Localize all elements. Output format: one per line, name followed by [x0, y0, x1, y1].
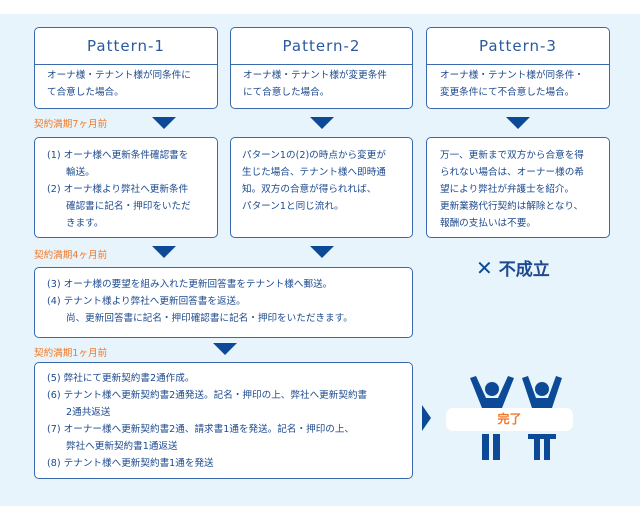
text-line: (4) テナント様より弊社へ更新回答書を返送。: [47, 296, 246, 307]
failure-indicator: ✕不成立: [476, 255, 550, 280]
text-line: (7) オーナー様へ更新契約書2通、請求書1通を発送。記名・押印の上、: [47, 424, 355, 435]
text-line: (3) オーナ様の要望を組み入れた更新回答書をテナント様へ郵送。: [47, 279, 333, 290]
condition-line: オーナ様・テナント様が変更条件: [243, 70, 387, 81]
condition-line: にて合意した場合。: [243, 87, 330, 98]
step-2-text: パターン1の(2)の時点から変更が生じた場合、テナント様へ即時通知。双方の合意が…: [242, 147, 386, 215]
pattern-1-title: Pattern-1: [35, 28, 217, 65]
pattern-1-condition: オーナ様・テナント様が同条件に て合意した場合。: [47, 67, 191, 101]
text-line: 知。双方の合意が得られれば、: [242, 184, 377, 195]
complete-badge: 完了: [446, 408, 573, 431]
text-line: 報酬の支払いは不要。: [440, 218, 536, 229]
text-line: 更新業務代行契約は解除となり、: [440, 201, 584, 212]
text-line: (5) 弊社にて更新契約書2通作成。: [47, 373, 195, 384]
down-arrow-icon: [506, 117, 530, 129]
text-line: 万一、更新まで双方から合意を得: [440, 150, 584, 161]
text-line: られない場合は、オーナー様の希: [440, 167, 584, 178]
text-line: パターン1と同じ流れ。: [242, 201, 344, 212]
pattern-1-box: Pattern-1 オーナ様・テナント様が同条件に て合意した場合。: [34, 27, 218, 109]
text-line: 弊社へ更新契約書1通返送: [66, 441, 178, 452]
step-1-box: (1) オーナ様へ更新条件確認書を輸送。 (2) オーナ様より弊社へ更新条件確認書…: [34, 137, 218, 238]
text-line: (8) テナント様へ更新契約書1通を発送: [47, 458, 214, 469]
timeline-4-months: 契約満期4ヶ月前: [34, 250, 108, 261]
step-3-text: 万一、更新まで双方から合意を得られない場合は、オーナー様の希望により弊社が弁護士…: [440, 147, 584, 232]
text-line: 尚、更新回答書に記名・押印確認書に記名・押印をいただきます。: [66, 313, 353, 324]
text-line: 生じた場合、テナント様へ即時通: [242, 167, 386, 178]
text-line: (2) オーナ様より弊社へ更新条件: [47, 184, 189, 195]
pattern-2-condition: オーナ様・テナント様が変更条件 にて合意した場合。: [243, 67, 387, 101]
step-3-box: 万一、更新まで双方から合意を得られない場合は、オーナー様の希望により弊社が弁護士…: [426, 137, 610, 238]
condition-line: て合意した場合。: [47, 87, 124, 98]
condition-line: 変更条件にて不合意した場合。: [440, 87, 575, 98]
down-arrow-icon: [310, 117, 334, 129]
text-line: 望により弊社が弁護士を紹介。: [440, 184, 575, 195]
step-5-text: (5) 弊社にて更新契約書2通作成。 (6) テナント様へ更新契約書2通発送。記名…: [47, 370, 367, 472]
text-line: 輸送。: [66, 167, 95, 178]
pattern-3-condition: オーナ様・テナント様が同条件・ 変更条件にて不合意した場合。: [440, 67, 584, 101]
text-line: 確認書に記名・押印をいただ: [66, 201, 191, 212]
condition-line: オーナ様・テナント様が同条件・: [440, 70, 584, 81]
cross-icon: ✕: [476, 256, 493, 280]
down-arrow-icon: [310, 246, 334, 258]
step-2-box: パターン1の(2)の時点から変更が生じた場合、テナント様へ即時通知。双方の合意が…: [230, 137, 413, 238]
text-line: きます。: [66, 218, 104, 229]
pattern-2-box: Pattern-2 オーナ様・テナント様が変更条件 にて合意した場合。: [230, 27, 413, 109]
right-arrow-icon: [422, 405, 431, 431]
text-line: (1) オーナ様へ更新条件確認書を: [47, 150, 189, 161]
pattern-3-title: Pattern-3: [427, 28, 609, 65]
text-line: (6) テナント様へ更新契約書2通発送。記名・押印の上、弊社へ更新契約書: [47, 390, 368, 401]
pattern-2-title: Pattern-2: [231, 28, 412, 65]
text-line: 2通共返送: [66, 407, 111, 418]
pattern-3-box: Pattern-3 オーナ様・テナント様が同条件・ 変更条件にて不合意した場合。: [426, 27, 610, 109]
step-4-box: (3) オーナ様の要望を組み入れた更新回答書をテナント様へ郵送。 (4) テナント…: [34, 267, 413, 338]
text-line: パターン1の(2)の時点から変更が: [242, 150, 386, 161]
timeline-1-month: 契約満期1ヶ月前: [34, 348, 108, 359]
down-arrow-icon: [152, 246, 176, 258]
step-4-text: (3) オーナ様の要望を組み入れた更新回答書をテナント様へ郵送。 (4) テナント…: [47, 276, 353, 327]
people-cheering-icon: [470, 376, 562, 460]
failure-label: 不成立: [498, 260, 550, 280]
down-arrow-icon: [152, 117, 176, 129]
condition-line: オーナ様・テナント様が同条件に: [47, 70, 191, 81]
step-1-text: (1) オーナ様へ更新条件確認書を輸送。 (2) オーナ様より弊社へ更新条件確認書…: [47, 147, 191, 232]
step-5-box: (5) 弊社にて更新契約書2通作成。 (6) テナント様へ更新契約書2通発送。記名…: [34, 362, 413, 479]
timeline-7-months: 契約満期7ヶ月前: [34, 119, 108, 130]
down-arrow-icon: [213, 343, 237, 355]
